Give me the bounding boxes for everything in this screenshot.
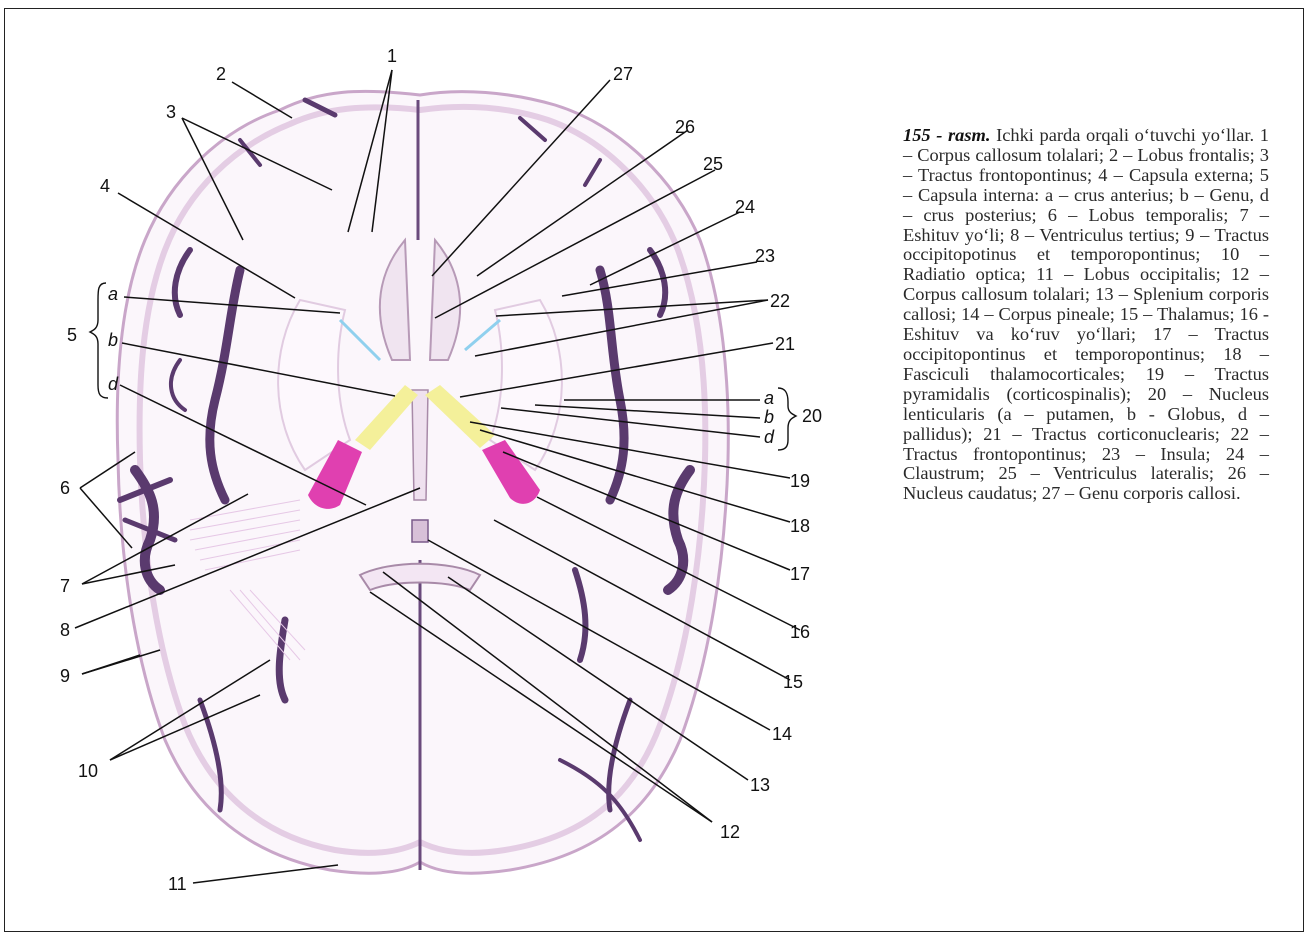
label-27: 27 bbox=[613, 64, 633, 84]
label-16: 16 bbox=[790, 622, 810, 642]
label-23: 23 bbox=[755, 246, 775, 266]
bracket-5 bbox=[90, 283, 108, 398]
label-20: 20 bbox=[802, 406, 822, 426]
label-24: 24 bbox=[735, 197, 755, 217]
label-3: 3 bbox=[166, 102, 176, 122]
figure-title: Ichki parda orqali o‘tuvchi yo‘llar. bbox=[996, 125, 1254, 145]
label-18: 18 bbox=[790, 516, 810, 536]
label-5d: d bbox=[108, 374, 119, 394]
brain-section bbox=[117, 91, 728, 873]
label-11: 11 bbox=[168, 874, 187, 894]
third-ventricle bbox=[412, 390, 428, 500]
label-8: 8 bbox=[60, 620, 70, 640]
label-15: 15 bbox=[783, 672, 803, 692]
label-20b: b bbox=[764, 407, 774, 427]
bracket-20 bbox=[778, 388, 796, 450]
label-5b: b bbox=[108, 330, 118, 350]
label-5: 5 bbox=[67, 325, 77, 345]
label-26: 26 bbox=[675, 117, 695, 137]
label-14: 14 bbox=[772, 724, 792, 744]
label-7: 7 bbox=[60, 576, 70, 596]
label-22: 22 bbox=[770, 291, 790, 311]
label-19: 19 bbox=[790, 471, 810, 491]
label-4: 4 bbox=[100, 176, 110, 196]
pineal-body bbox=[412, 520, 428, 542]
label-2: 2 bbox=[216, 64, 226, 84]
label-20d: d bbox=[764, 427, 775, 447]
label-20a: a bbox=[764, 388, 774, 408]
label-9: 9 bbox=[60, 666, 70, 686]
label-10: 10 bbox=[78, 761, 98, 781]
figure-legend: 1 – Corpus callosum tolalari; 2 – Lobus … bbox=[903, 125, 1269, 503]
label-25: 25 bbox=[703, 154, 723, 174]
label-17: 17 bbox=[790, 564, 810, 584]
label-12: 12 bbox=[720, 822, 740, 842]
label-1: 1 bbox=[387, 46, 397, 66]
label-13: 13 bbox=[750, 775, 770, 795]
figure-number: 155 - rasm. bbox=[903, 125, 990, 145]
label-5a: a bbox=[108, 284, 118, 304]
label-6: 6 bbox=[60, 478, 70, 498]
figure-caption: 155 - rasm. Ichki parda orqali o‘tuvchi … bbox=[903, 126, 1269, 504]
label-21: 21 bbox=[775, 334, 795, 354]
